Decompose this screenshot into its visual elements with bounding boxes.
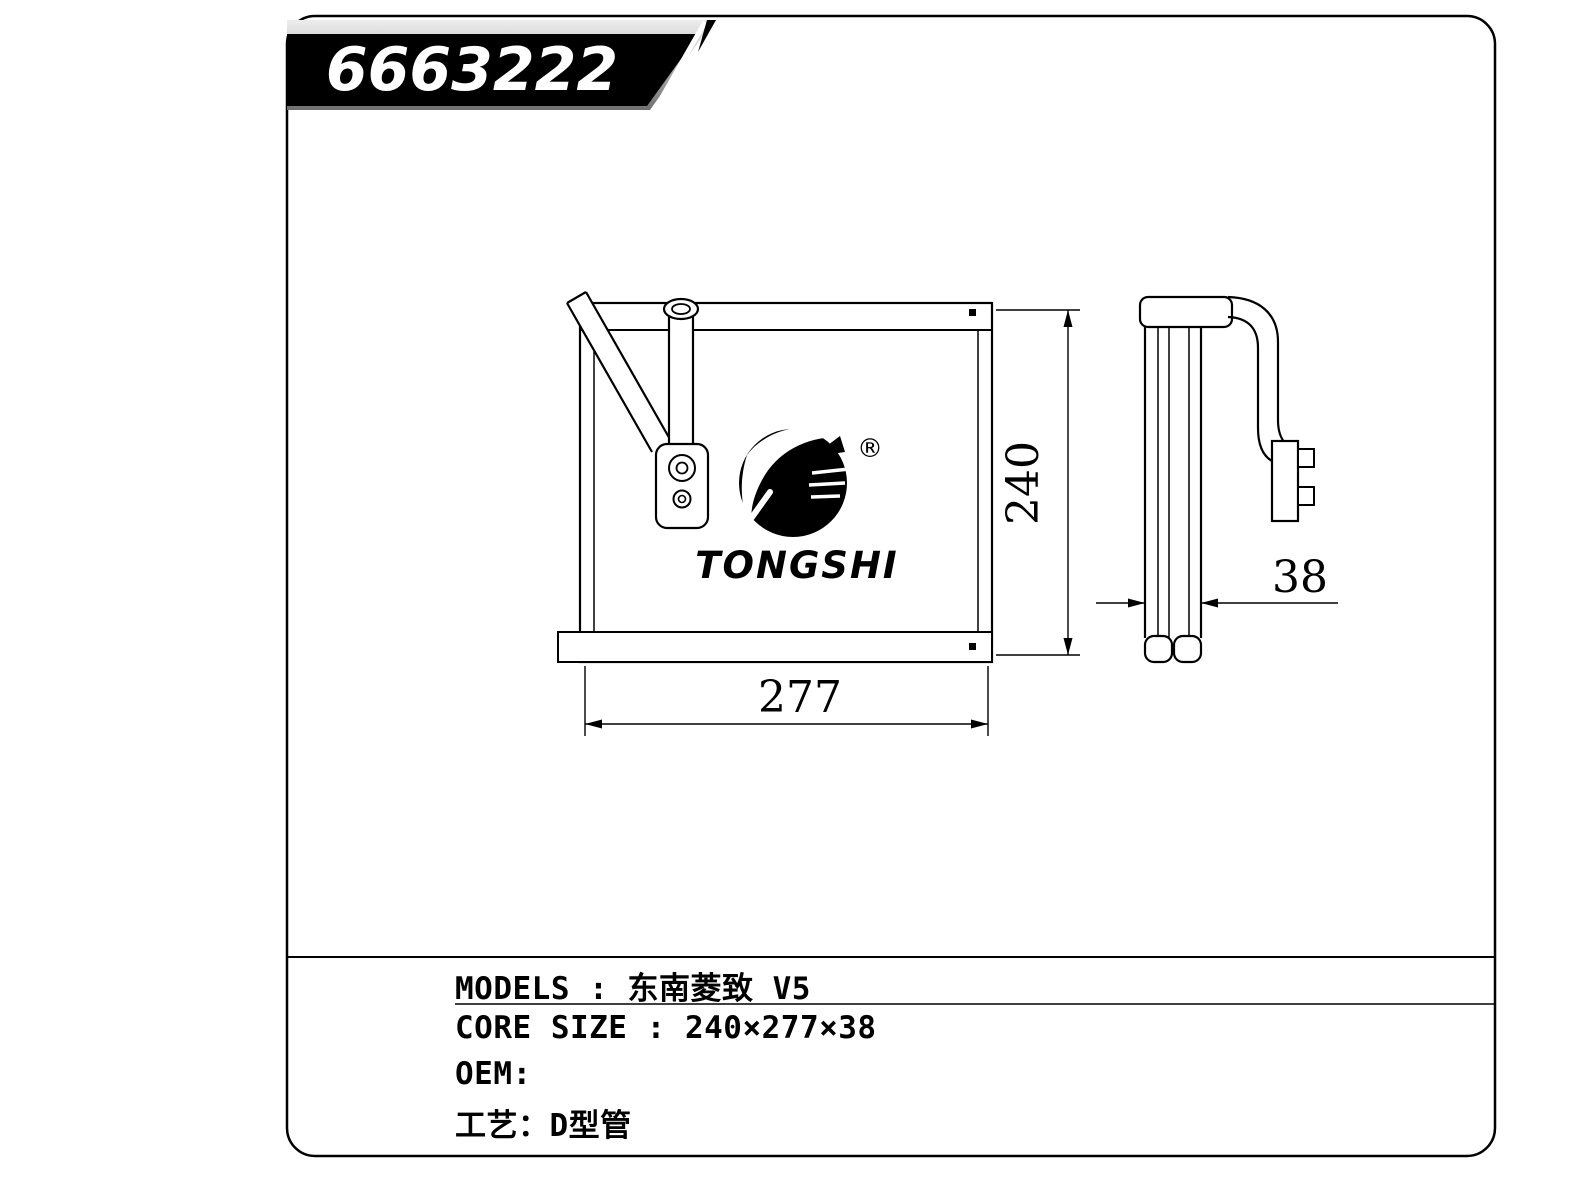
title-banner: 6663222 (287, 20, 716, 110)
logo-swoosh (741, 427, 842, 530)
inlet-pipe-cap (566, 291, 587, 304)
spec-process: 工艺：D型管 (455, 1108, 632, 1144)
brand-logo: ® TONGSHI (695, 427, 898, 587)
logo-speed-line-2 (808, 481, 846, 487)
top-weld-mark (969, 309, 976, 316)
sheet-border (285, 14, 1497, 1158)
logo-pole-slash (737, 489, 773, 537)
bottom-tank (557, 631, 993, 663)
fitting-port-large-inner (675, 461, 689, 475)
dim-height: 240 (996, 309, 1080, 656)
dim-width-label: 277 (758, 672, 842, 723)
part-number-text: 6663222 (326, 35, 618, 105)
inlet-pipe-diagonal-edge (566, 302, 653, 453)
spec-oem: OEM: (455, 1056, 532, 1092)
logo-speed-line-1 (811, 467, 850, 475)
expansion-valve-fitting (654, 442, 710, 530)
dim-height-arrow-bottom (1063, 638, 1073, 655)
flange-tab-top (1297, 448, 1315, 468)
banner-body (287, 34, 699, 106)
side-view-top-tank (1138, 295, 1234, 329)
fitting-port-large (668, 454, 696, 482)
logo-pennant (772, 436, 845, 487)
fitting-port-small (672, 489, 692, 509)
registered-mark: ® (857, 434, 883, 464)
side-pipe-outer-edge (1227, 295, 1299, 452)
dim-height-label: 240 (998, 441, 1049, 525)
side-view-foot-right (1172, 634, 1203, 664)
dim-depth-label: 38 (1272, 552, 1328, 603)
banner-slash (653, 20, 708, 110)
side-view-foot-left (1143, 634, 1174, 664)
logo-speed-line-3 (810, 494, 841, 499)
dim-depth-arrow-right (1201, 598, 1218, 608)
dim-width-arrow-left (585, 719, 602, 729)
dim-width-arrow-right (971, 719, 988, 729)
bottom-weld-mark (969, 643, 976, 650)
inlet-pipe-diagonal-edge2 (585, 291, 672, 442)
dim-width: 277 (584, 666, 989, 736)
pipe-connector-flange (1270, 439, 1300, 523)
flange-tab-bottom (1297, 486, 1315, 506)
dim-height-arrow-top (1063, 310, 1073, 327)
fitting-port-small-inner (677, 494, 687, 504)
spec-models: MODELS : 东南菱致 V5 (455, 971, 811, 1007)
inlet-pipe-diagonal-fill (567, 292, 671, 452)
dim-depth: 38 (1096, 552, 1338, 608)
outlet-pipe-vertical-fill (669, 315, 693, 447)
side-view (1138, 295, 1315, 664)
side-pipe-inner-edge (1227, 315, 1281, 466)
spec-core-size: CORE SIZE : 240×277×38 (455, 1010, 877, 1046)
dim-depth-arrow-left (1128, 598, 1145, 608)
banner-tip (698, 20, 716, 52)
brand-logo-text: TONGSHI (695, 544, 898, 587)
pipe-flange-ring-inner (671, 303, 691, 315)
